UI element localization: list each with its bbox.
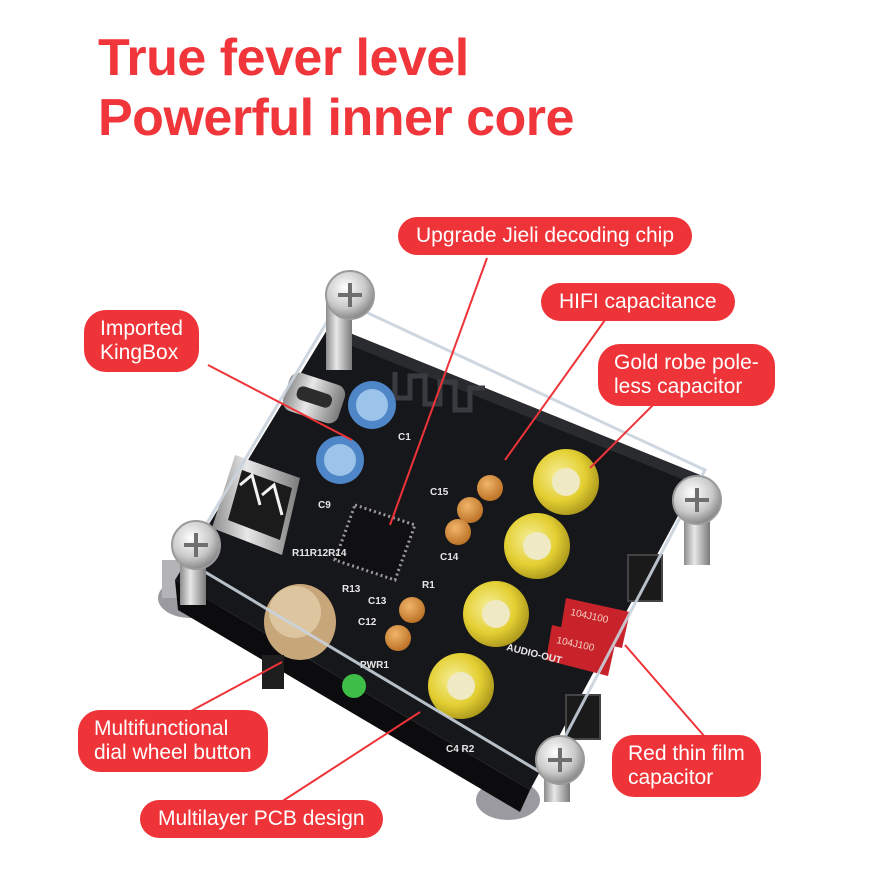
- usb-c-port: [282, 372, 346, 424]
- gold-capacitors: [428, 449, 599, 719]
- silk-resistors: R11R12R14: [292, 548, 347, 559]
- callout-hifi-capacitance: HIFI capacitance: [541, 283, 735, 321]
- callout-dial-line-1: Multifunctional: [94, 717, 229, 740]
- line-kingbox: [207, 364, 353, 441]
- silk-pwr: PWR1: [360, 660, 389, 671]
- callout-dial-wheel: Multifunctional dial wheel button: [78, 710, 268, 772]
- power-led: [342, 674, 366, 698]
- silk-r1: R1: [422, 580, 435, 591]
- callout-gold-line-1: Gold robe pole-: [614, 351, 759, 374]
- headline: True fever level Powerful inner core: [98, 28, 574, 148]
- silk-c13: C13: [368, 596, 387, 607]
- callout-redcap-line-1: Red thin film: [628, 742, 745, 765]
- callout-kingbox-line-2: KingBox: [100, 341, 179, 364]
- callout-kingbox-line-1: Imported: [100, 317, 183, 340]
- line-gold: [589, 397, 661, 469]
- tantalum-capacitors: [385, 475, 503, 651]
- silk-c4r2: C4 R2: [446, 744, 475, 755]
- callout-gold-line-2: less capacitor: [614, 375, 743, 398]
- headline-line-2: Powerful inner core: [98, 89, 574, 147]
- callout-dial-line-2: dial wheel button: [94, 741, 252, 764]
- line-hifi: [504, 319, 606, 461]
- silk-c15: C15: [430, 487, 449, 498]
- callout-decoding-chip-text: Upgrade Jieli decoding chip: [416, 224, 674, 247]
- line-chip: [389, 257, 488, 526]
- silk-c1: C1: [398, 432, 411, 443]
- callout-pcb-design: Multilayer PCB design: [140, 800, 383, 838]
- red-film-capacitors: 104J100 104J100: [546, 598, 630, 676]
- headline-line-1: True fever level: [98, 29, 469, 87]
- usb-a-port: [212, 455, 300, 555]
- callout-lines: [177, 257, 706, 805]
- silk-c12: C12: [358, 617, 377, 628]
- screws: [171, 270, 722, 785]
- blue-capacitors: [316, 381, 396, 484]
- callout-kingbox: Imported KingBox: [84, 310, 199, 372]
- line-redcap: [624, 644, 706, 738]
- callout-red-film-capacitor: Red thin film capacitor: [612, 735, 761, 797]
- silk-c9: C9: [318, 500, 331, 511]
- callout-redcap-line-2: capacitor: [628, 766, 714, 789]
- decoder-chip: [333, 503, 417, 582]
- callout-decoding-chip: Upgrade Jieli decoding chip: [398, 217, 692, 255]
- silk-c14: C14: [440, 552, 459, 563]
- line-pcb: [277, 711, 421, 805]
- silk-r13: R13: [342, 584, 361, 595]
- callout-pcb-text: Multilayer PCB design: [158, 807, 365, 830]
- line-dial: [177, 661, 283, 719]
- callout-hifi-text: HIFI capacitance: [559, 290, 717, 313]
- callout-gold-capacitor: Gold robe pole- less capacitor: [598, 344, 775, 406]
